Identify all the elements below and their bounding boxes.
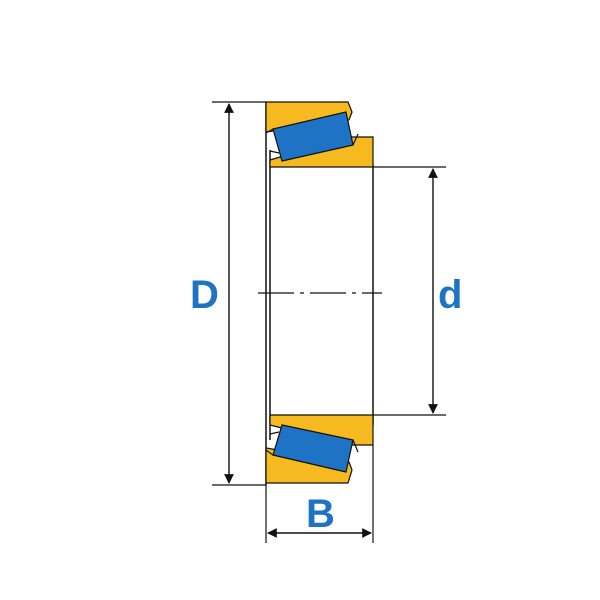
outer-ring-top (265, 101, 353, 133)
top-section (265, 101, 374, 168)
bore-diameter-label: d (438, 273, 462, 317)
roller-bottom (272, 424, 354, 473)
cage-top (265, 128, 359, 154)
bottom-section (265, 414, 374, 484)
extension-lines (212, 101, 446, 543)
outer-diameter-label: D (190, 273, 219, 317)
width-label: B (306, 492, 335, 536)
inner-ring-bottom (269, 414, 374, 446)
cage-bottom (265, 431, 359, 456)
